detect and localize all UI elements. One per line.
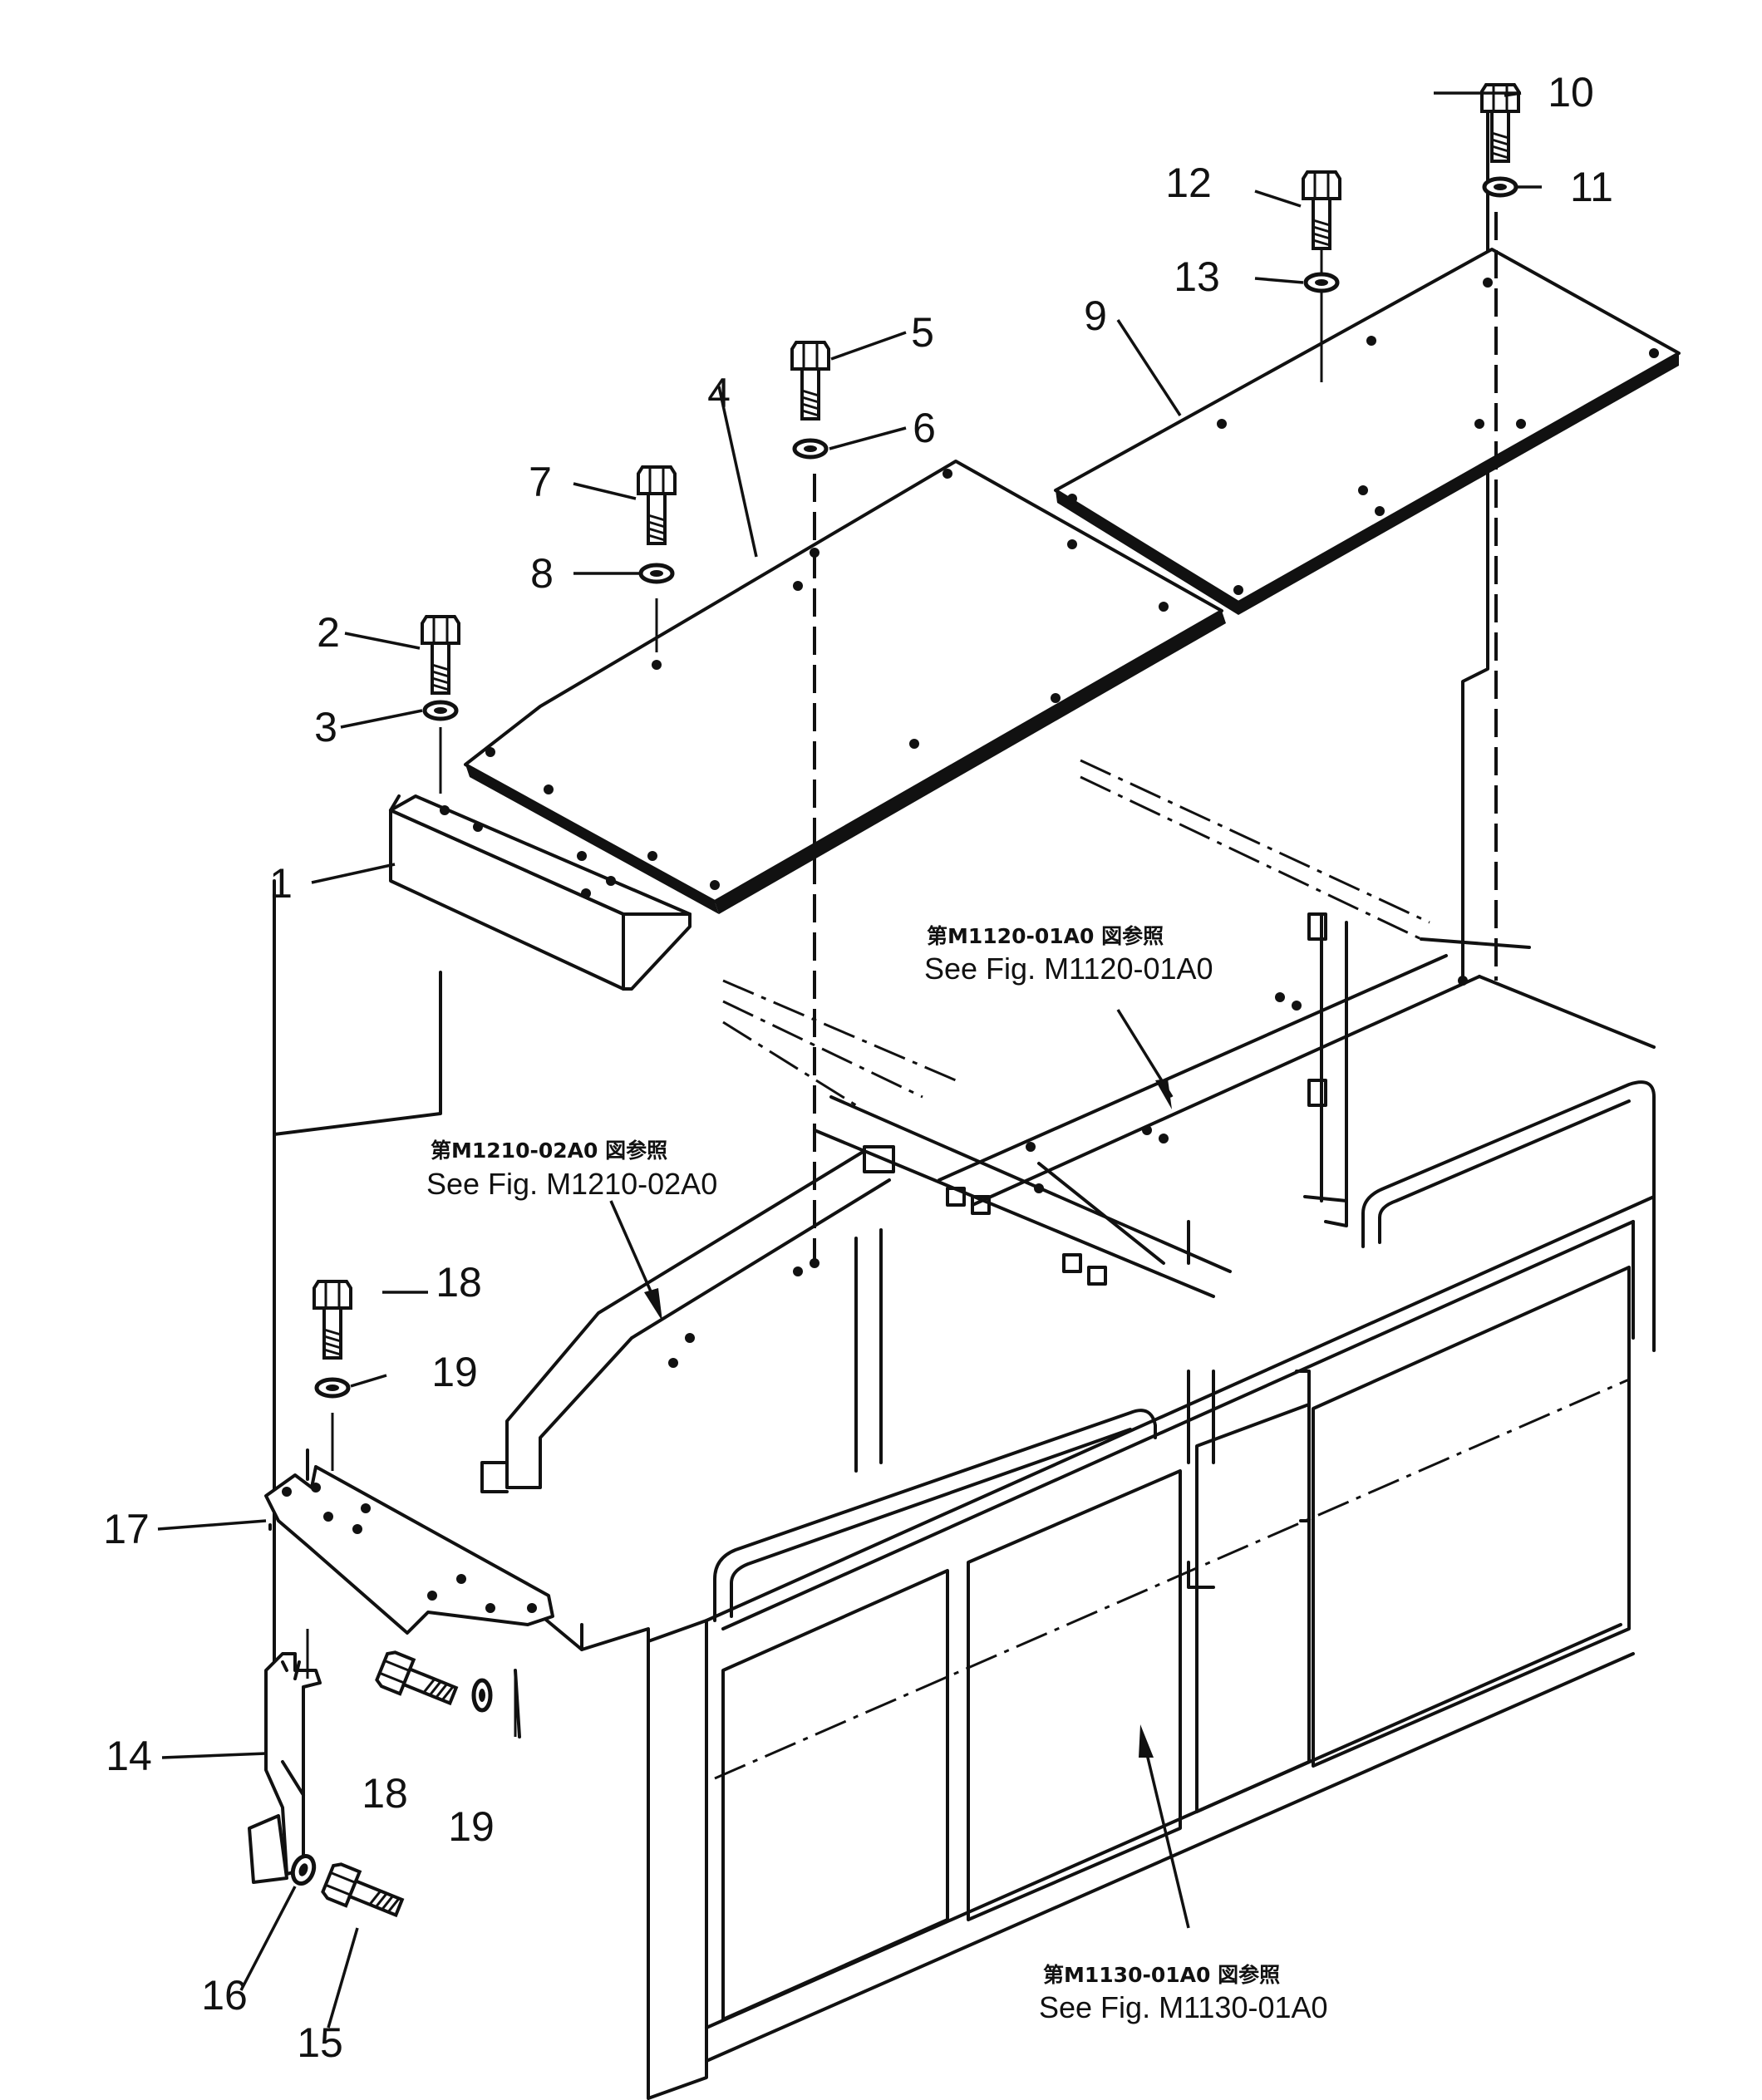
- part-label-7: 7: [529, 459, 552, 505]
- part-label-3: 3: [314, 704, 337, 750]
- part-17-plate: [264, 1465, 554, 1635]
- part-label-10: 10: [1548, 69, 1594, 116]
- part-4-cover-plate: [464, 460, 1226, 914]
- handrail-assembly: [647, 1080, 1656, 2100]
- part-label-18: 18: [436, 1259, 482, 1306]
- part-label-11: 11: [1570, 164, 1613, 210]
- part-1-bracket: [389, 794, 692, 991]
- ref-m1130-jp: 第M1130-01A0 図参照: [1043, 1963, 1280, 1987]
- frame-structure: [273, 90, 1656, 1739]
- part-label-9: 9: [1084, 293, 1107, 339]
- part-label-19: 19: [431, 1349, 478, 1395]
- part-label-1: 1: [269, 860, 293, 907]
- part-label-5: 5: [911, 309, 934, 356]
- ref-m1120-jp: 第M1120-01A0 図参照: [927, 924, 1164, 948]
- part-label-2: 2: [317, 609, 340, 656]
- part-14-bracket: [248, 1652, 322, 1884]
- part-label-17: 17: [103, 1506, 150, 1552]
- ref-m1130-en: See Fig. M1130-01A0: [1039, 1990, 1328, 2024]
- leader-lines: [157, 91, 1542, 2029]
- part-labels: 1 2 3 4 5 6 7 8 9 10 11 12 13 14 15 16 1…: [103, 69, 1613, 2066]
- part-label-13: 13: [1174, 253, 1220, 300]
- ref-m1210-jp: 第M1210-02A0 図参照: [431, 1139, 667, 1163]
- fasteners: [290, 83, 1520, 1926]
- part-9-cover-plate: [1054, 248, 1681, 615]
- part-label-14: 14: [106, 1733, 152, 1779]
- part-label-19-lower: 19: [448, 1803, 495, 1850]
- part-label-8: 8: [530, 550, 554, 597]
- part-label-6: 6: [913, 405, 936, 451]
- part-label-12: 12: [1165, 160, 1212, 206]
- part-label-4: 4: [707, 370, 731, 416]
- ref-m1210-en: See Fig. M1210-02A0: [426, 1167, 717, 1201]
- part-label-16: 16: [201, 1972, 248, 2019]
- alignment-lines: [306, 208, 1498, 1737]
- ref-m1120-en: See Fig. M1120-01A0: [924, 952, 1213, 986]
- reference-callouts: 第M1120-01A0 図参照 See Fig. M1120-01A0 第M12…: [426, 924, 1328, 2024]
- part-label-18-lower: 18: [362, 1770, 408, 1817]
- part-label-15: 15: [297, 2019, 343, 2066]
